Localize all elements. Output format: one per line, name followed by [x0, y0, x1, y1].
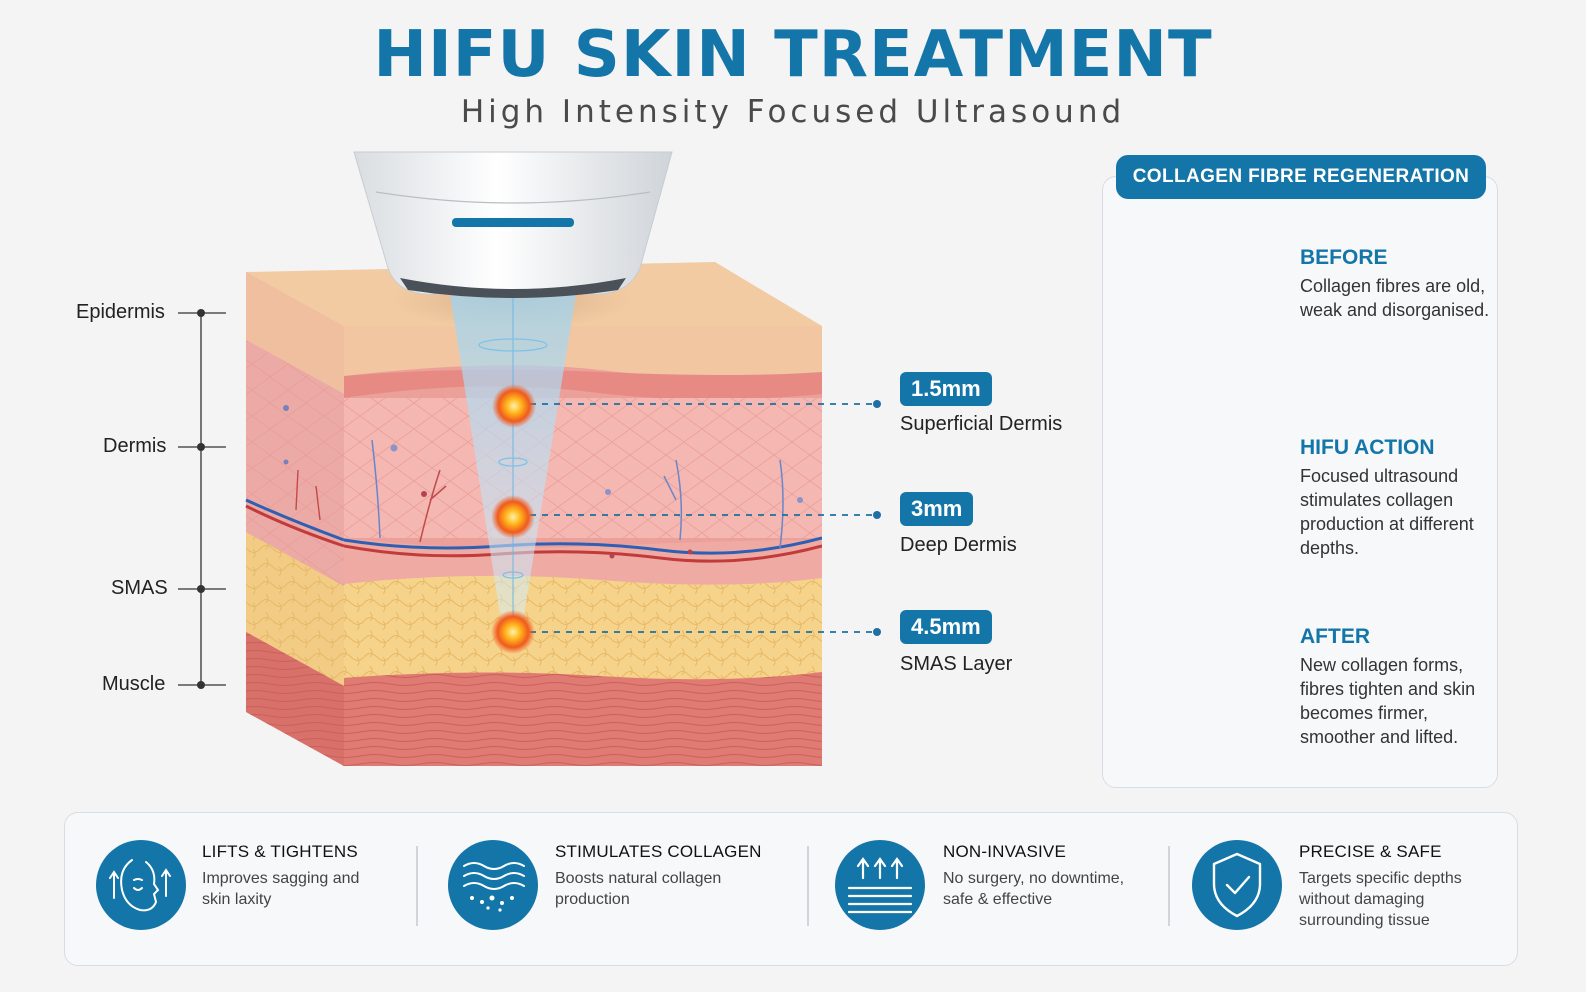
face-lift-icon	[96, 840, 186, 930]
stage-action-text: Focused ultrasound stimulates collagen p…	[1300, 466, 1474, 558]
stage-before-title: BEFORE	[1300, 246, 1388, 269]
feature-3-title: NON-INVASIVE	[943, 842, 1066, 861]
page-title: HIFU SKIN TREATMENT	[373, 18, 1213, 92]
feature-4-text: Targets specific depths without damaging…	[1299, 870, 1462, 929]
stage-action-title: HIFU ACTION	[1300, 436, 1435, 459]
depth-badge-1: 1.5mm	[900, 372, 992, 406]
layer-label-epidermis: Epidermis	[76, 301, 165, 323]
arrows-up-icon	[835, 840, 925, 930]
focal-points	[491, 384, 881, 654]
feature-2-text: Boosts natural collagen production	[555, 870, 722, 908]
depth-name-3: SMAS Layer	[900, 653, 1013, 675]
hifu-transducer-device	[353, 151, 673, 298]
collagen-panel	[1102, 176, 1498, 788]
depth-badge-2: 3mm	[900, 492, 974, 526]
feature-4-title: PRECISE & SAFE	[1299, 842, 1442, 861]
layer-label-smas: SMAS	[111, 577, 168, 599]
divider	[416, 846, 418, 926]
feature-2-title: STIMULATES COLLAGEN	[555, 842, 762, 861]
stage-after-text: New collagen forms, fibres tighten and s…	[1300, 655, 1476, 747]
focal-point-1	[492, 384, 881, 428]
feature-3-text: No surgery, no downtime, safe & effectiv…	[943, 870, 1125, 908]
collagen-waves-icon	[448, 840, 538, 930]
feature-1-title: LIFTS & TIGHTENS	[202, 842, 358, 861]
stage-before-text: Collagen fibres are old, weak and disorg…	[1300, 276, 1490, 320]
layer-label-muscle: Muscle	[102, 673, 166, 695]
layer-label-dermis: Dermis	[103, 435, 167, 457]
feature-1-text: Improves sagging and skin laxity	[202, 870, 360, 908]
focal-point-3	[491, 610, 881, 654]
ultrasound-beam	[450, 294, 576, 640]
shield-check-icon	[1192, 840, 1282, 930]
depth-name-2: Deep Dermis	[900, 534, 1017, 556]
focal-point-2	[491, 495, 881, 539]
divider	[807, 846, 809, 926]
collagen-panel-heading: COLLAGEN FIBRE REGENERATION	[1116, 155, 1486, 199]
stage-after-title: AFTER	[1300, 625, 1370, 648]
page-subtitle: High Intensity Focused Ultrasound	[460, 94, 1126, 130]
depth-badge-3: 4.5mm	[900, 610, 992, 644]
divider	[1168, 846, 1170, 926]
depth-name-1: Superficial Dermis	[900, 413, 1063, 435]
layer-bracket	[178, 309, 226, 689]
